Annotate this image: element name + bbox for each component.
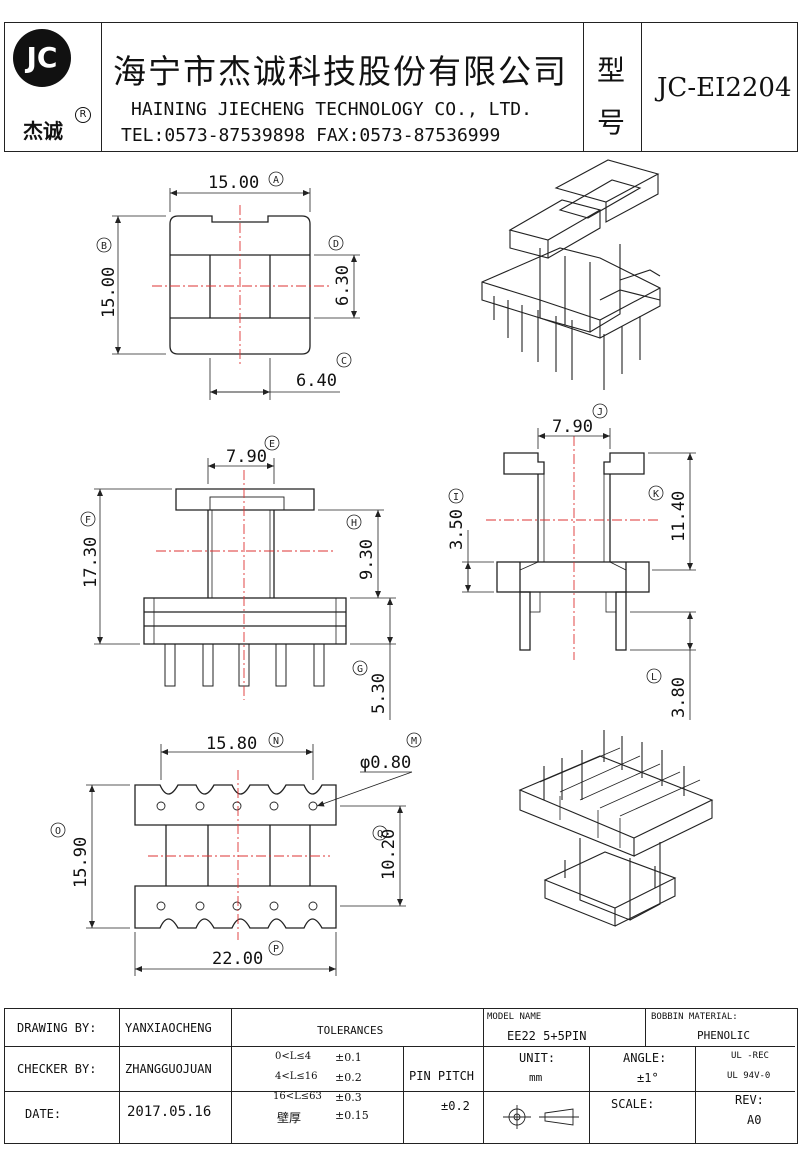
dim-F: 17.30 [81,537,101,588]
ul-94v0: UL 94V-0 [727,1071,771,1081]
dim-A: 15.00 [208,173,259,193]
label-F: F [85,515,91,526]
angle-value: ±1° [637,1071,659,1085]
rev-value: A0 [747,1113,762,1127]
dim-E: 7.90 [226,447,267,467]
bobbin-material-value: PHENOLIC [697,1029,750,1042]
dim-L: 3.80 [669,677,689,718]
tol-range-2: 4<L≤16 [275,1071,318,1082]
model-label-1: 型 [597,54,626,87]
label-L: L [651,672,657,683]
label-D: D [333,239,339,250]
label-N: N [273,736,279,747]
iso-view-top [481,159,661,390]
tol-value-2: ±0.2 [335,1071,362,1084]
unit-label: UNIT: [519,1051,556,1065]
bottom-view [86,744,413,976]
date-value: 2017.05.16 [127,1104,212,1120]
model-name-value: EE22 5+5PIN [507,1029,587,1043]
side-view [462,428,696,720]
dim-C: 6.40 [296,371,337,391]
model-number: JC-EI2204 [657,73,792,103]
dim-D: 6.30 [333,265,353,306]
label-B: B [101,241,107,252]
tol-value-4: ±0.15 [335,1109,369,1122]
tel-fax: TEL:0573-87539898 FAX:0573-87536999 [121,125,501,146]
checker-by-label: CHECKER BY: [17,1062,97,1076]
label-J: J [597,407,603,418]
tol-value-1: ±0.1 [335,1051,362,1064]
dim-H: 9.30 [357,539,377,580]
pin-pitch-label: PIN PITCH [409,1069,475,1083]
dim-J: 7.90 [552,417,593,437]
company-name-cn: 海宁市杰诚科技股份有限公司 [113,52,568,91]
dim-B: 15.00 [99,267,119,318]
label-M: M [411,736,417,747]
tolerances-label: TOLERANCES [317,1024,384,1037]
label-P: P [273,944,279,955]
label-G: G [357,664,363,675]
rev-label: REV: [735,1093,764,1107]
label-K: K [653,489,659,500]
title-block-header: JC 杰诚 R 海宁市杰诚科技股份有限公司 HAINING JIECHENG T… [4,22,798,152]
label-I: I [453,492,459,503]
tol-range-3: 16<L≤63 [273,1091,322,1102]
top-view [112,188,360,400]
dim-I: 3.50 [447,509,467,550]
logo-text: JC [26,41,58,74]
checker-by-value: ZHANGGUOJUAN [125,1062,212,1076]
model-name-label: MODEL NAME [487,1012,542,1022]
technical-drawing: A B C D E F G H I J K L M N O P Q 15.00 … [50,159,714,976]
unit-value: mm [529,1071,543,1084]
date-label: DATE: [25,1107,62,1121]
scale-label: SCALE: [611,1097,655,1111]
title-block-footer: DRAWING BY: YANXIAOCHENG CHECKER BY: ZHA… [4,1008,798,1144]
front-view [94,458,396,720]
iso-view-bottom [518,730,714,927]
registered-mark: R [75,107,91,123]
dim-Q: 10.20 [379,829,399,880]
dim-N: 15.80 [206,734,257,754]
company-name-en: HAINING JIECHENG TECHNOLOGY CO., LTD. [131,99,532,120]
label-Q: Q [377,829,383,840]
angle-label: ANGLE: [623,1051,667,1065]
drawing-by-label: DRAWING BY: [17,1021,97,1035]
dim-O: 15.90 [71,837,91,888]
drawing-by-value: YANXIAOCHENG [125,1021,212,1035]
company-logo [13,29,71,87]
dim-G: 5.30 [369,673,389,714]
ul-rec: UL -REC [731,1051,769,1061]
dim-K: 11.40 [669,491,689,542]
label-E: E [269,439,275,450]
label-O: O [55,826,61,837]
model-label-2: 号 [597,106,626,139]
bobbin-material-label: BOBBIN MATERIAL: [651,1012,738,1022]
label-C: C [341,356,347,367]
tol-value-3: ±0.3 [335,1091,362,1104]
dim-P: 22.00 [212,949,263,969]
dim-M: φ0.80 [360,753,411,773]
pin-pitch-value: ±0.2 [441,1099,470,1113]
logo-sub: 杰诚 [23,119,63,143]
tol-range-4: 壁厚 [277,1111,302,1125]
projection-symbol [503,1105,579,1129]
tol-range-1: 0<L≤4 [275,1051,312,1062]
label-A: A [273,175,279,186]
label-H: H [351,518,357,529]
